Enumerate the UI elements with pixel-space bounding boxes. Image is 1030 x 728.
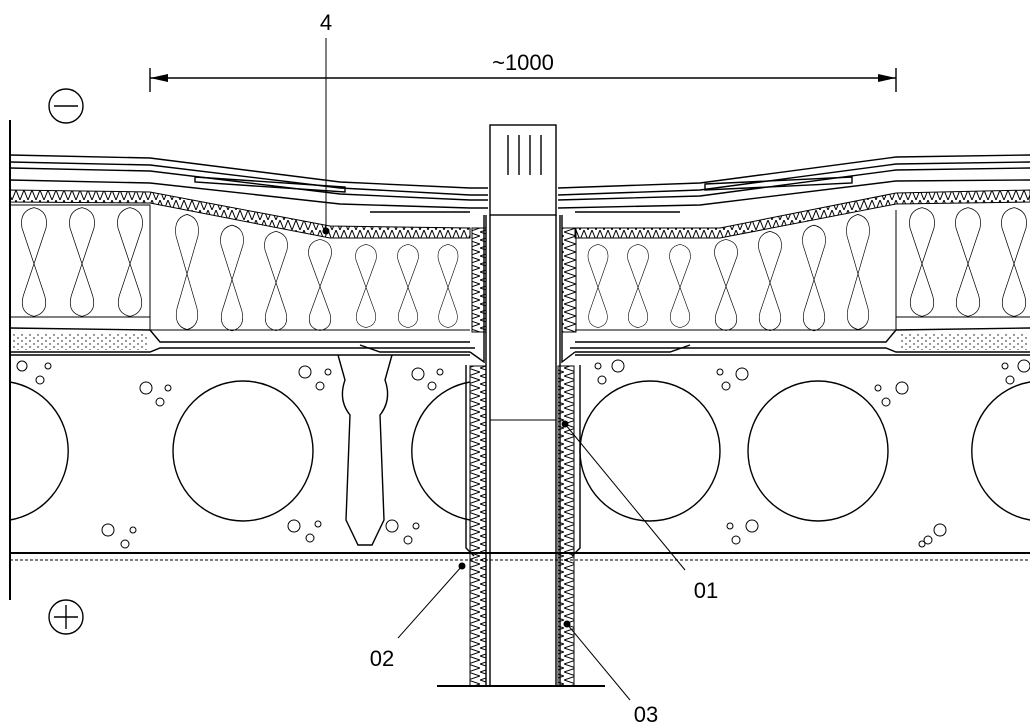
callout-03: 03 [634,702,658,727]
vent-pipe [437,124,605,687]
protection-mat [9,189,1030,239]
exterior-sign [48,88,84,124]
callout-4: 4 [320,10,332,35]
dimension-label: ~1000 [492,50,554,75]
hollow-core-slab [9,354,1030,561]
dimension-line [149,68,897,92]
callout-leaders [322,38,686,701]
callout-02: 02 [370,646,394,671]
sleeve-insulation [465,215,581,687]
callout-01: 01 [694,578,718,603]
thermal-insulation-left [9,204,470,332]
screed-layer [9,327,1030,353]
interior-sign [48,599,84,635]
roof-membrane-layers [9,154,1030,213]
thermal-insulation-right [575,207,1030,332]
